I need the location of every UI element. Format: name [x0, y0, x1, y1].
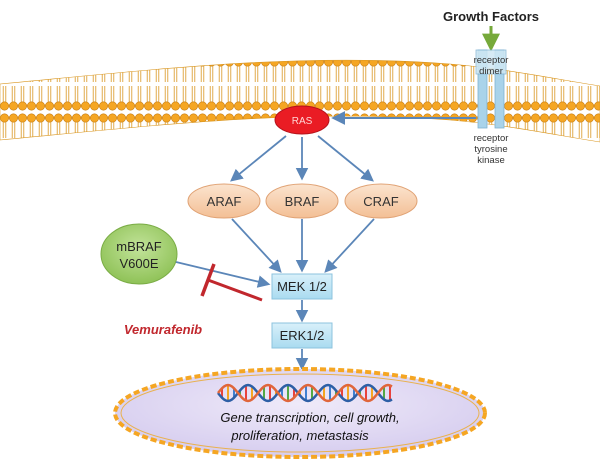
mbraf-label-2: V600E — [119, 256, 158, 271]
arrow-craf-to-mek — [324, 218, 375, 273]
araf-node — [187, 183, 261, 219]
mbraf-node — [100, 223, 178, 285]
nucleus — [113, 367, 487, 459]
erk-label: ERK1/2 — [280, 328, 325, 343]
arrow-ras-to-craf — [317, 135, 374, 182]
mbraf-label-1: mBRAF — [116, 239, 162, 254]
ras-label: RAS — [292, 116, 313, 127]
growth-factors-label: Growth Factors — [443, 9, 539, 24]
braf-node — [265, 183, 339, 219]
mek-box — [271, 273, 333, 300]
nucleus-text-line-2: proliferation, metastasis — [230, 428, 369, 443]
craf-label: CRAF — [363, 194, 398, 209]
braf-label: BRAF — [285, 194, 320, 209]
vemurafenib-label: Vemurafenib — [124, 322, 202, 337]
rtk-label-2: tyrosine — [474, 144, 507, 155]
araf-label: ARAF — [207, 194, 242, 209]
rtk-label-1: receptor — [474, 133, 509, 144]
ras-node — [274, 105, 330, 135]
craf-node — [344, 183, 418, 219]
inhibition-bar — [200, 263, 216, 297]
dna-strand — [217, 383, 393, 403]
nucleus-inner-border — [120, 373, 480, 453]
arrow-ras-to-araf — [230, 135, 287, 182]
nucleus-text-line-1: Gene transcription, cell growth, — [220, 410, 399, 425]
dna-strand — [217, 383, 393, 403]
inhibition-line — [207, 278, 263, 302]
receptor-dimer-label-2: dimer — [479, 66, 503, 77]
receptor-dimer — [475, 49, 507, 129]
arrow-araf-to-mek — [231, 218, 282, 273]
rtk-label-3: kinase — [477, 155, 504, 166]
arrow-mbraf-to-mek — [175, 261, 271, 288]
erk-box — [271, 322, 333, 349]
mek-label: MEK 1/2 — [277, 279, 327, 294]
cell-membrane — [0, 59, 600, 143]
receptor-dimer-label-1: receptor — [474, 55, 509, 66]
dna-helix-icon — [217, 383, 393, 403]
